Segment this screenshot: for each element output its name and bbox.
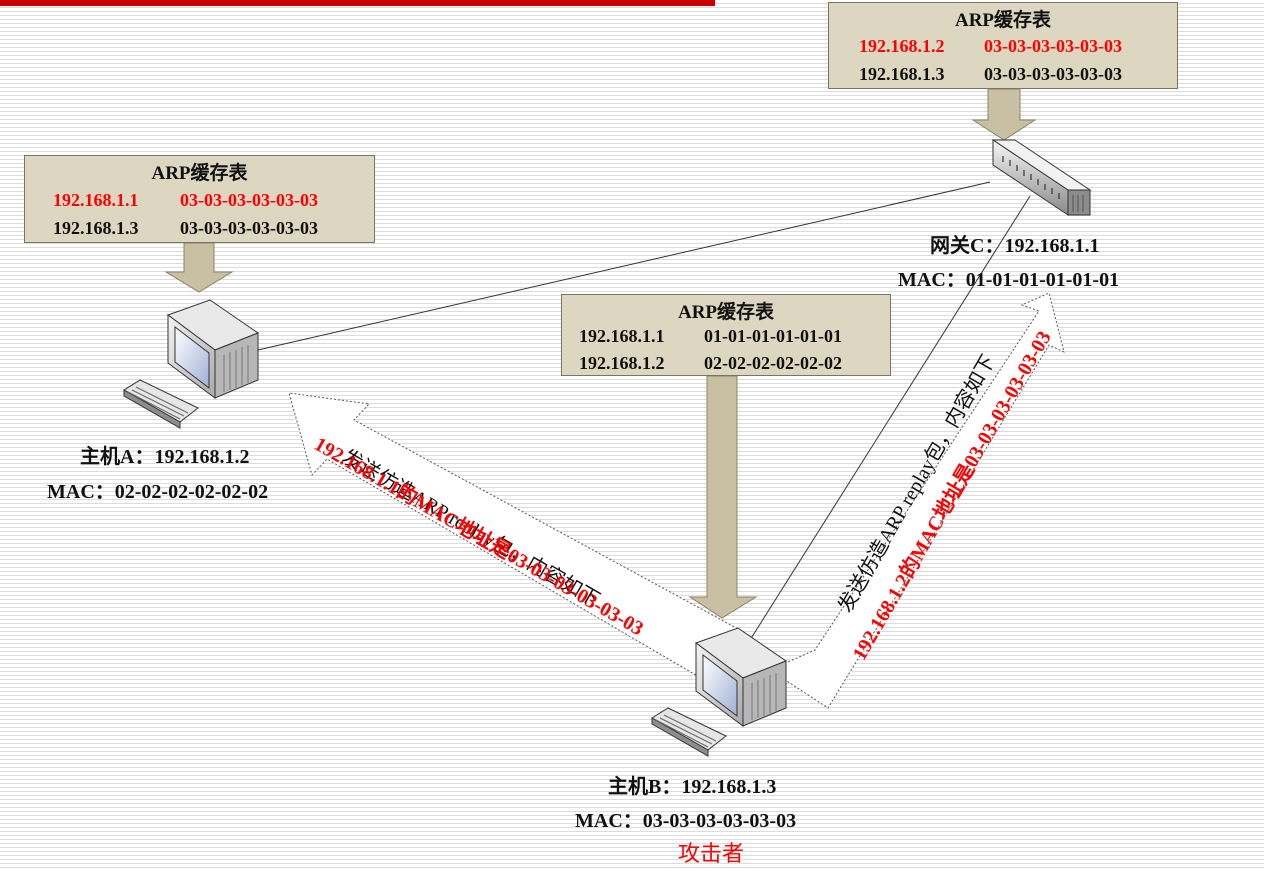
arp-table-host-a: ARP缓存表 192.168.1.1 03-03-03-03-03-03 192… [24, 155, 375, 243]
host-b-mac: MAC：03-03-03-03-03-03 [575, 810, 797, 832]
arp-arrow-a [164, 242, 234, 293]
arp-arrow-b [688, 375, 758, 619]
spoof-arrow-to-gateway-c [768, 292, 1065, 709]
arp-table-gateway-c: ARP缓存表 192.168.1.2 03-03-03-03-03-03 192… [828, 2, 1178, 89]
arp-entry-ip: 192.168.1.3 [859, 64, 945, 84]
computer-icon-host-b [651, 627, 788, 757]
arp-entry-mac: 03-03-03-03-03-03 [180, 190, 318, 210]
arp-entry-ip: 192.168.1.2 [579, 353, 665, 373]
arp-table-title: ARP缓存表 [151, 163, 248, 184]
arp-table-title: ARP缓存表 [954, 10, 1052, 31]
arp-entry-ip: 192.168.1.2 [859, 36, 945, 56]
title-accent-bar [0, 0, 715, 6]
arp-entry-ip: 192.168.1.1 [53, 190, 139, 210]
arp-table-title: ARP缓存表 [677, 302, 775, 323]
arp-entry-mac: 02-02-02-02-02-02 [704, 353, 842, 373]
host-b-name: 主机B：192.168.1.3 [608, 776, 777, 798]
link-a-to-gateway [257, 181, 991, 351]
gateway-c-mac: MAC：01-01-01-01-01-01 [898, 269, 1120, 291]
arp-entry-mac: 03-03-03-03-03-03 [984, 64, 1122, 84]
arp-entry-mac: 03-03-03-03-03-03 [180, 218, 318, 238]
arp-arrow-c [971, 88, 1037, 141]
computer-icon-host-a [123, 299, 260, 429]
spoof-arrow-to-host-a [288, 392, 741, 689]
arp-entry-ip: 192.168.1.3 [53, 218, 139, 238]
link-b-to-gateway [749, 195, 1031, 641]
arp-entry-mac: 01-01-01-01-01-01 [704, 326, 842, 346]
arp-table-host-b: ARP缓存表 192.168.1.1 01-01-01-01-01-01 192… [561, 294, 891, 376]
host-a-name: 主机A：192.168.1.2 [80, 446, 250, 468]
attacker-label: 攻击者 [678, 841, 745, 866]
arp-entry-mac: 03-03-03-03-03-03 [984, 36, 1122, 56]
gateway-c-name: 网关C：192.168.1.1 [930, 235, 1100, 257]
host-a-mac: MAC：02-02-02-02-02-02 [47, 481, 269, 503]
switch-icon [991, 139, 1092, 216]
arp-entry-ip: 192.168.1.1 [579, 326, 665, 346]
